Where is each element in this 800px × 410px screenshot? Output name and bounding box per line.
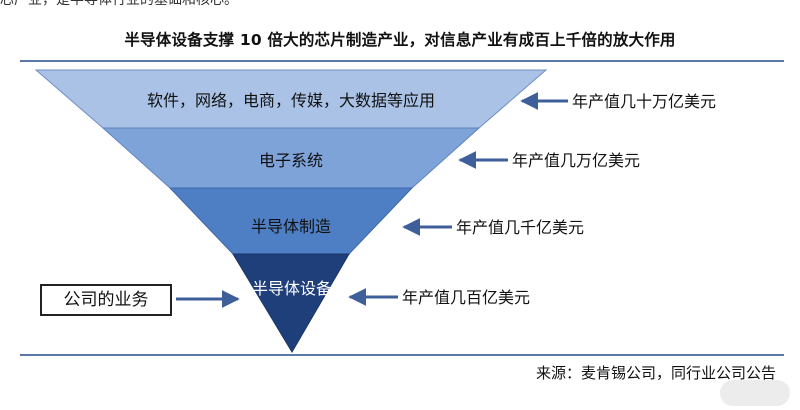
company-business-box: 公司的业务 [40, 284, 172, 316]
tier-4-band [232, 253, 350, 353]
bottom-divider [20, 354, 784, 356]
top-cut-text: 芯产业，是半导体行业的基础和核心。 [0, 0, 238, 8]
tier-4-label: 半导体设备 [252, 279, 332, 298]
source-note: 来源：麦肯锡公司，同行业公司公告 [535, 364, 776, 382]
diagram-title: 半导体设备支撑 10 倍大的芯片制造产业，对信息产业有成百上千倍的放大作用 [124, 31, 676, 49]
tier-1-label: 软件，网络，电商，传媒，大数据等应用 [147, 91, 435, 110]
tier-3-value: 年产值几千亿美元 [456, 218, 584, 237]
tier-4-value: 年产值几百亿美元 [402, 288, 530, 307]
tier-2-label: 电子系统 [259, 151, 323, 170]
tier-3-label: 半导体制造 [251, 217, 331, 236]
watermark-badge [720, 380, 790, 406]
tier-1-value: 年产值几十万亿美元 [572, 92, 716, 111]
top-divider [20, 60, 784, 62]
tier-2-value: 年产值几万亿美元 [512, 151, 640, 170]
